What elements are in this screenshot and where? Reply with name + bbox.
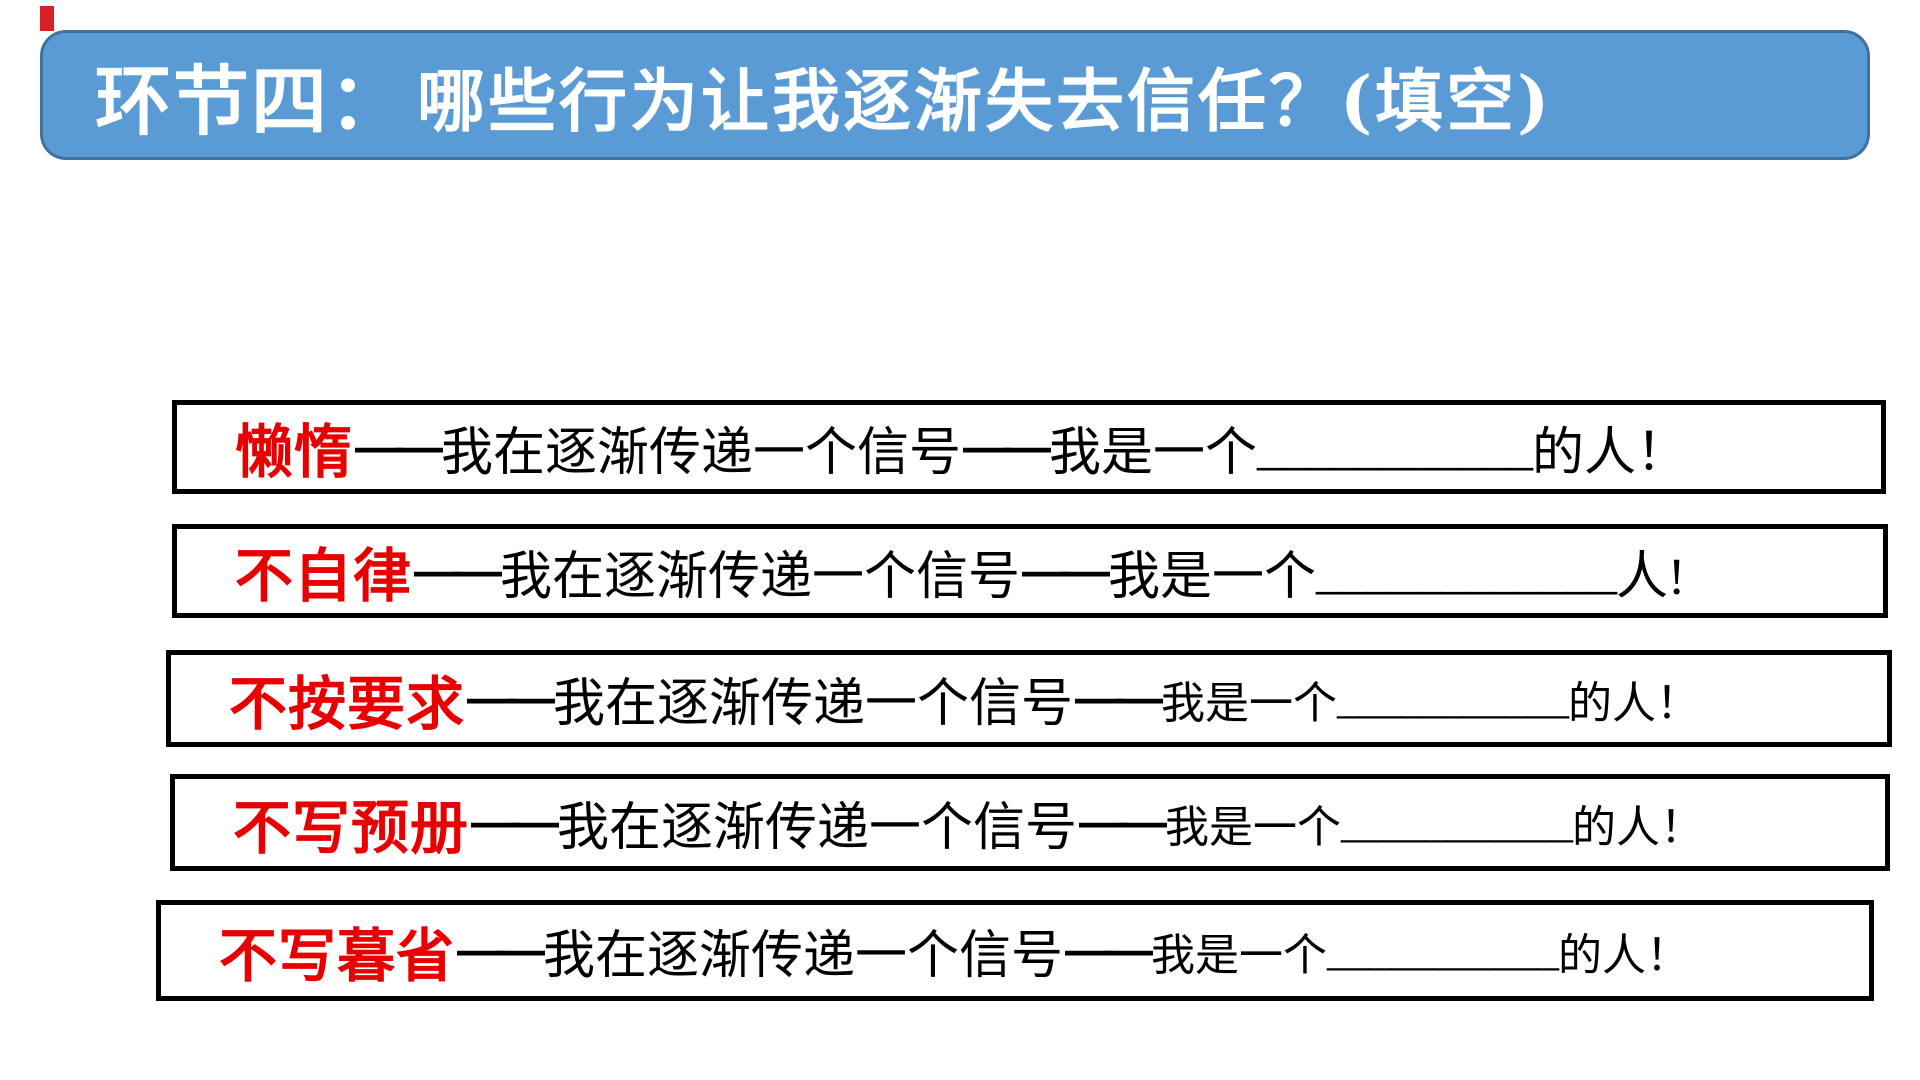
fill-blank-line: ___________ xyxy=(1257,418,1533,476)
page-title: 哪些行为让我逐渐失去信任？(填空) xyxy=(417,61,1553,142)
row-tail-pre: 我是一个 xyxy=(1151,930,1328,980)
row-tail-pre: 我是一个 xyxy=(1049,424,1258,482)
row-tail-post: 的人！ xyxy=(1558,930,1691,980)
row-tail-pre: 我是一个 xyxy=(1161,678,1338,728)
row-tail-pre: 我是一个 xyxy=(1165,802,1342,852)
row-signal-text: 我在逐渐传递一个信号 xyxy=(553,676,1074,733)
em-dash: —— xyxy=(1075,672,1163,725)
row-signal-text: 我在逐渐传递一个信号 xyxy=(557,800,1078,857)
row-tail-pre: 我是一个 xyxy=(1108,548,1317,606)
row-signal-text: 我在逐渐传递一个信号 xyxy=(441,424,962,482)
row-tail-post: 人! xyxy=(1616,548,1686,606)
row-keyword: 不写暮省 xyxy=(219,923,456,989)
em-dash: —— xyxy=(467,672,555,725)
fill-blank-line: ___________ xyxy=(1337,674,1569,723)
section-title-banner: 环节四： 哪些行为让我逐渐失去信任？(填空) xyxy=(40,30,1870,160)
row-keyword: 懒惰 xyxy=(235,420,354,485)
row-signal-text: 我在逐渐传递一个信号 xyxy=(543,928,1064,985)
behavior-row-not-following-requirements: 不按要求 —— 我在逐渐传递一个信号 —— 我是一个 ___________ 的… xyxy=(166,650,1892,747)
row-tail-post: 的人！ xyxy=(1568,678,1701,728)
behavior-row-lazy: 懒惰 —— 我在逐渐传递一个信号 —— 我是一个 ___________ 的人！ xyxy=(172,400,1886,494)
em-dash: —— xyxy=(471,796,559,849)
fill-blank-line: ___________ xyxy=(1327,926,1559,975)
em-dash: —— xyxy=(1079,796,1167,849)
behavior-row-no-preview-book: 不写预册 —— 我在逐渐传递一个信号 —— 我是一个 ___________ 的… xyxy=(170,774,1890,871)
behavior-row-undisciplined: 不自律 —— 我在逐渐传递一个信号 —— 我是一个 ____________ 人… xyxy=(172,524,1888,618)
em-dash: —— xyxy=(355,420,443,474)
row-tail-post: 的人！ xyxy=(1572,802,1705,852)
row-keyword: 不写预册 xyxy=(233,795,470,861)
em-dash: —— xyxy=(457,924,545,977)
behavior-row-no-evening-reflection: 不写暮省 —— 我在逐渐传递一个信号 —— 我是一个 ___________ 的… xyxy=(156,900,1874,1001)
row-keyword: 不自律 xyxy=(235,544,413,609)
section-title-prefix: 环节四： xyxy=(95,60,407,145)
row-tail-post: 的人！ xyxy=(1532,424,1689,482)
em-dash: —— xyxy=(414,544,502,598)
fill-blank-line: ____________ xyxy=(1316,542,1617,600)
corner-mark xyxy=(40,6,54,31)
row-signal-text: 我在逐渐传递一个信号 xyxy=(500,548,1021,606)
fill-blank-line: ___________ xyxy=(1341,798,1573,847)
em-dash: —— xyxy=(1022,544,1110,598)
em-dash: —— xyxy=(963,420,1051,474)
row-keyword: 不按要求 xyxy=(229,671,466,737)
em-dash: —— xyxy=(1065,924,1153,977)
